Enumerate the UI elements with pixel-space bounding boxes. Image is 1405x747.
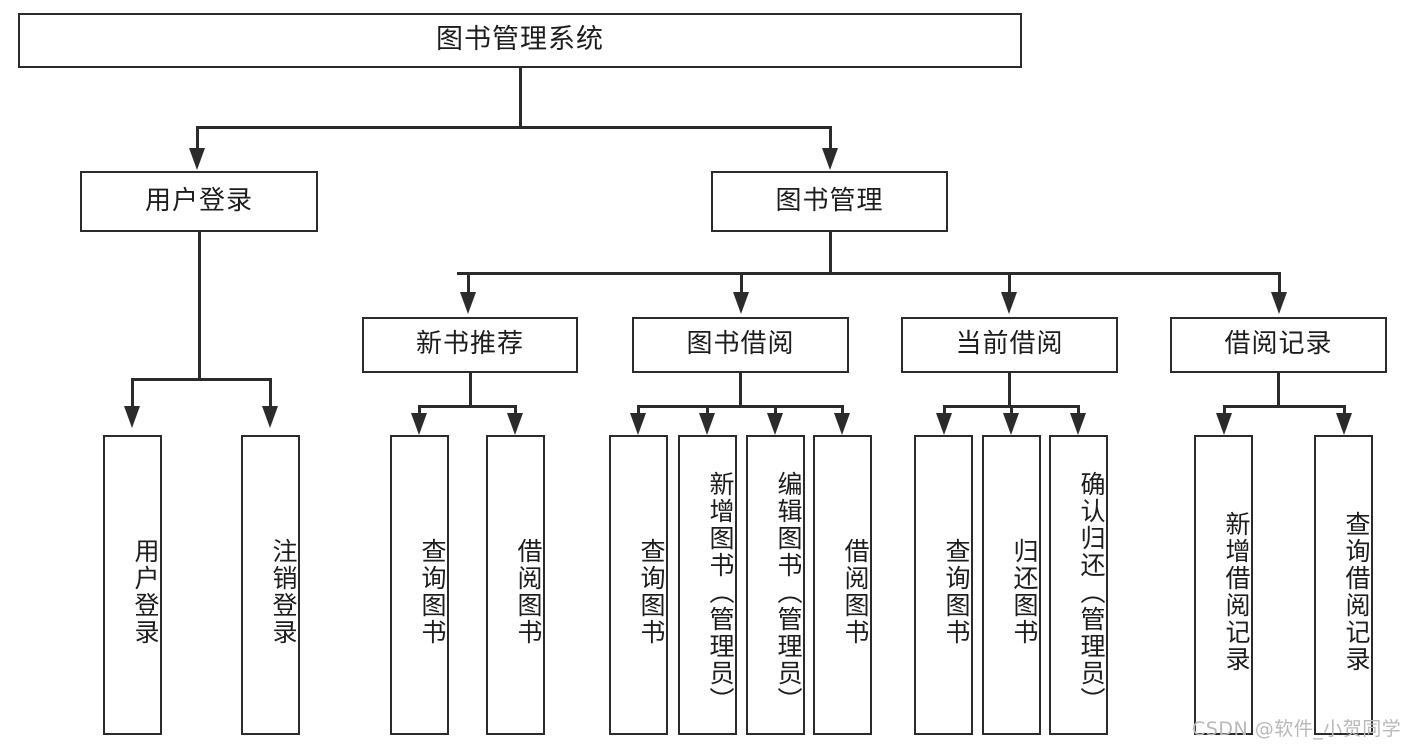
leaf-book-borrow-edit-book-admin[interactable]: 编辑图书（管理员） [746, 435, 805, 735]
arrow-bb-to-leaf-1 [630, 413, 646, 435]
node-label: 图书管理系统 [436, 24, 604, 56]
connector-new-book-stem [469, 373, 472, 407]
node-book-borrow[interactable]: 图书借阅 [632, 317, 849, 373]
connector-user-login-to-leaf-2 [269, 378, 272, 408]
arrow-cb-to-leaf-2 [1003, 413, 1019, 435]
node-label: 借阅记录 [1224, 329, 1333, 360]
connector-cb-to-leaf-1 [943, 405, 946, 417]
arrow-root-to-book-management [822, 148, 838, 170]
leaf-book-borrow-query-book[interactable]: 查询图书 [609, 435, 668, 735]
connector-bm-to-book-borrow [740, 272, 743, 294]
leaf-label: 借阅图书 [514, 538, 543, 646]
arrow-user-login-to-leaf-1 [124, 406, 140, 428]
leaf-label: 归还图书 [1010, 538, 1039, 646]
arrow-root-to-user-login [189, 148, 205, 170]
connector-borrow-record-bar [1223, 405, 1344, 408]
connector-root-stem [519, 68, 522, 128]
connector-bb-to-leaf-1 [637, 405, 640, 417]
arrow-bb-to-leaf-3 [767, 413, 783, 435]
arrow-bb-to-leaf-2 [699, 413, 715, 435]
leaf-user-login-login[interactable]: 用户登录 [103, 435, 162, 735]
connector-user-login-stem [198, 232, 201, 380]
connector-bb-to-leaf-2 [706, 405, 709, 417]
leaf-label: 新增借阅记录 [1222, 511, 1251, 673]
arrow-bb-to-leaf-4 [834, 413, 850, 435]
connector-root-to-book-management [829, 126, 832, 152]
connector-bm-to-borrow-record [1278, 272, 1281, 294]
leaf-label: 新增图书（管理员） [706, 470, 735, 714]
leaf-current-borrow-return-book[interactable]: 归还图书 [982, 435, 1041, 735]
node-label: 图书管理 [775, 185, 884, 216]
node-root-book-management-system[interactable]: 图书管理系统 [18, 13, 1022, 68]
node-label: 图书借阅 [686, 329, 795, 360]
connector-current-borrow-stem [1008, 373, 1011, 407]
connector-book-borrow-stem [739, 373, 742, 407]
connector-bm-to-current-borrow [1008, 272, 1011, 294]
node-new-book-recommend[interactable]: 新书推荐 [362, 317, 578, 373]
connector-bb-to-leaf-3 [774, 405, 777, 417]
arrow-br-to-leaf-2 [1336, 413, 1352, 435]
connector-bb-to-leaf-4 [841, 405, 844, 417]
arrow-cb-to-leaf-3 [1070, 413, 1086, 435]
csdn-watermark: CSDN @软件_小贺同学 [1192, 718, 1402, 740]
leaf-label: 用户登录 [131, 538, 160, 646]
leaf-label: 查询借阅记录 [1342, 511, 1371, 673]
connector-bm-to-new-book [467, 272, 470, 294]
leaf-new-book-borrow-book[interactable]: 借阅图书 [486, 435, 545, 735]
leaf-label: 确认归还（管理员） [1077, 470, 1106, 714]
node-book-management[interactable]: 图书管理 [711, 171, 948, 232]
leaf-borrow-record-add-record[interactable]: 新增借阅记录 [1194, 435, 1253, 735]
connector-new-book-bar [418, 405, 516, 408]
leaf-label: 查询图书 [637, 538, 666, 646]
leaf-label: 注销登录 [269, 538, 298, 646]
arrow-bm-to-borrow-record [1271, 292, 1287, 314]
connector-cb-to-leaf-3 [1077, 405, 1080, 417]
node-borrow-record[interactable]: 借阅记录 [1170, 317, 1387, 373]
node-label: 用户登录 [144, 185, 253, 216]
connector-book-management-stem [829, 232, 832, 274]
arrow-user-login-to-leaf-2 [262, 406, 278, 428]
connector-cb-to-leaf-2 [1010, 405, 1013, 417]
node-current-borrow[interactable]: 当前借阅 [901, 317, 1118, 373]
arrow-cb-to-leaf-1 [936, 413, 952, 435]
arrow-bm-to-new-book [460, 292, 476, 314]
connector-borrow-record-stem [1277, 373, 1280, 407]
connector-br-to-leaf-2 [1343, 405, 1346, 417]
leaf-label: 查询图书 [418, 538, 447, 646]
arrow-br-to-leaf-1 [1216, 413, 1232, 435]
leaf-book-borrow-borrow-book[interactable]: 借阅图书 [813, 435, 872, 735]
connector-root-to-user-login [196, 126, 199, 152]
leaf-label: 编辑图书（管理员） [774, 470, 803, 714]
leaf-user-login-logout[interactable]: 注销登录 [241, 435, 300, 735]
arrow-bm-to-book-borrow [733, 292, 749, 314]
connector-user-login-bar [131, 378, 269, 381]
connector-book-borrow-bar [637, 405, 842, 408]
leaf-label: 查询图书 [942, 538, 971, 646]
leaf-current-borrow-confirm-return-admin[interactable]: 确认归还（管理员） [1049, 435, 1108, 735]
connector-book-management-bar [457, 272, 1281, 275]
node-label: 当前借阅 [955, 329, 1064, 360]
node-user-login[interactable]: 用户登录 [80, 171, 318, 232]
leaf-current-borrow-query-book[interactable]: 查询图书 [914, 435, 973, 735]
arrow-nb-to-leaf-1 [411, 413, 427, 435]
arrow-nb-to-leaf-2 [507, 413, 523, 435]
connector-br-to-leaf-1 [1223, 405, 1226, 417]
connector-nb-to-leaf-2 [514, 405, 517, 417]
connector-nb-to-leaf-1 [418, 405, 421, 417]
node-label: 新书推荐 [415, 329, 524, 360]
arrow-bm-to-current-borrow [1001, 292, 1017, 314]
connector-root-bar [196, 126, 832, 129]
leaf-borrow-record-query-record[interactable]: 查询借阅记录 [1314, 435, 1373, 735]
connector-user-login-to-leaf-1 [131, 378, 134, 408]
leaf-label: 借阅图书 [841, 538, 870, 646]
leaf-new-book-query-book[interactable]: 查询图书 [390, 435, 449, 735]
leaf-book-borrow-add-book-admin[interactable]: 新增图书（管理员） [678, 435, 737, 735]
